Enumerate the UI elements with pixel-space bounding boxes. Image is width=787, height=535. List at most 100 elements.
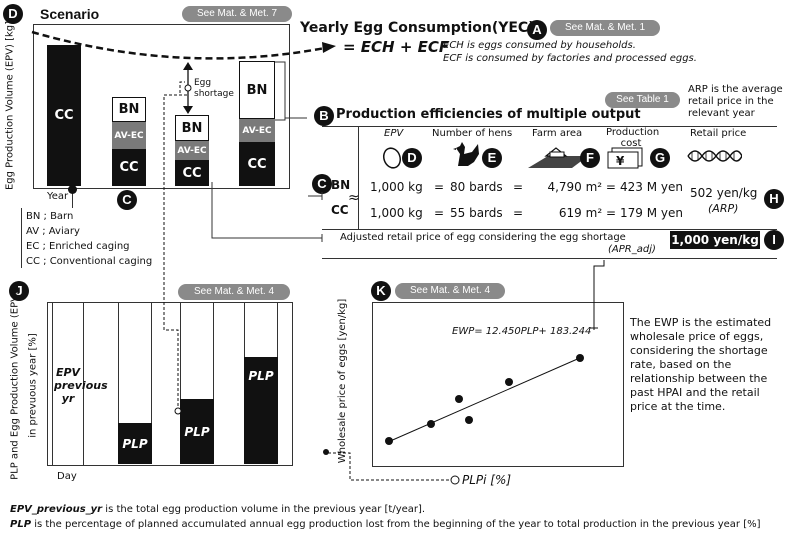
label-f-circle: F bbox=[580, 148, 600, 168]
footer-line-1: EPV_previous_yr is the total egg product… bbox=[10, 504, 425, 515]
efficiency-bottom-rule bbox=[322, 258, 777, 259]
rooster-icon bbox=[453, 142, 479, 166]
label-c-circle: C bbox=[117, 190, 137, 210]
efficiency-mid-rule bbox=[322, 229, 777, 230]
plp-x-axis-label: Day bbox=[57, 471, 77, 482]
efficiency-note-badge: See Table 1 bbox=[605, 92, 680, 108]
dna-price-icon bbox=[687, 150, 742, 162]
row-bn-epv: 1,000 kg bbox=[370, 180, 423, 194]
plp-epv-bar bbox=[52, 302, 84, 465]
footer-term-epv: EPV_previous_yr bbox=[10, 504, 103, 515]
label-a-circle: A bbox=[527, 20, 547, 40]
scenario-title: Scenario bbox=[40, 6, 100, 22]
svg-text:¥: ¥ bbox=[616, 154, 625, 168]
plp-bar-1-outline bbox=[118, 302, 152, 464]
plp-dotted-connectors bbox=[163, 81, 460, 485]
legend-item-aviary: AV ; Aviary bbox=[26, 226, 80, 237]
bar-2-cc-segment: CC bbox=[112, 149, 146, 186]
plp-epv-label: EPV previous yr bbox=[54, 366, 108, 405]
yec-note-badge: See Mat. & Met. 1 bbox=[550, 20, 660, 36]
bar-2-bn-segment: BN bbox=[112, 97, 146, 122]
row-cc-eq2: = bbox=[513, 206, 524, 220]
row-wave-symbol: ≈ bbox=[348, 190, 360, 206]
ewp-note-badge: See Mat. & Met. 4 bbox=[395, 283, 505, 299]
header-area: Farm area bbox=[532, 128, 583, 139]
efficiency-divider bbox=[358, 126, 359, 230]
scenario-note-badge: See Mat. & Met. 7 bbox=[182, 6, 292, 22]
plp-bar-3: PLP bbox=[244, 357, 278, 464]
row-cc-cost: 179 M yen bbox=[620, 206, 683, 220]
plp-y-axis-label-1: PLP and Egg Production Volume (EPV) bbox=[9, 291, 21, 480]
row-cc-hens: 55 bards bbox=[450, 206, 503, 220]
ewp-description: The EWP is the estimated wholesale price… bbox=[630, 316, 772, 413]
label-d-circle-header: D bbox=[402, 148, 422, 168]
farm-area-icon bbox=[528, 147, 588, 168]
adjusted-to-ewp-connector bbox=[593, 260, 605, 330]
legend-connector bbox=[72, 187, 73, 208]
ewp-point-1 bbox=[385, 437, 393, 445]
retail-price-abbr: (ARP) bbox=[708, 202, 739, 215]
yec-title: Yearly Egg Consumption(YEC) bbox=[300, 20, 535, 36]
row-cc-label: CC bbox=[331, 203, 349, 217]
label-h-circle: H bbox=[764, 189, 784, 209]
label-j-circle: J bbox=[9, 281, 29, 301]
retail-price-value: 502 yen/kg bbox=[690, 186, 758, 200]
label-d-circle: D bbox=[3, 4, 23, 24]
plp-bar-2-label: PLP bbox=[184, 424, 210, 439]
label-i-circle: I bbox=[764, 230, 784, 250]
yec-ech-note: ECH is eggs consumed by households. bbox=[443, 40, 636, 51]
bar-4-bracket bbox=[275, 61, 307, 121]
legend-box bbox=[21, 208, 162, 268]
label-k-circle: K bbox=[371, 281, 391, 301]
efficiency-top-rule bbox=[322, 126, 777, 127]
footer-text-1: is the total egg production volume in th… bbox=[102, 504, 426, 515]
ewp-point-3 bbox=[455, 395, 463, 403]
yec-dashed-curve bbox=[31, 30, 336, 60]
plp-chart-frame bbox=[47, 302, 293, 466]
legend-item-conventional: CC ; Conventional caging bbox=[26, 256, 153, 267]
yec-ecf-note: ECF is consumed by factories and process… bbox=[443, 53, 697, 64]
ewp-scatter-plot bbox=[385, 302, 598, 445]
label-c-circle-row: C bbox=[312, 174, 332, 194]
row-cc-epv: 1,000 kg bbox=[370, 206, 423, 220]
row-cc-eq1: = bbox=[434, 206, 445, 220]
plp-bar-3-label: PLP bbox=[248, 369, 274, 383]
egg-shortage-label: Egg shortage bbox=[194, 78, 234, 99]
egg-icon bbox=[382, 147, 402, 169]
ewp-y-axis-label: Wholesale price of eggs [yen/kg] bbox=[337, 298, 348, 464]
bar-4-av-ec-segment: AV-EC bbox=[239, 119, 275, 142]
legend-item-enriched: EC ; Enriched caging bbox=[26, 241, 130, 252]
ewp-point-2 bbox=[427, 420, 435, 428]
footer-text-2: is the percentage of planned accumulated… bbox=[31, 519, 761, 530]
bar-3-cc-segment: CC bbox=[175, 160, 209, 186]
header-epv: EPV bbox=[384, 128, 404, 139]
ewp-point-6 bbox=[576, 354, 584, 362]
bar-4-cc-segment: CC bbox=[239, 142, 275, 186]
row-cc-area: 619 m² = bbox=[558, 206, 616, 220]
ewp-x-axis-label: PLPi [%] bbox=[462, 473, 512, 487]
scenario-y-axis-label: Egg Production Volume (EPV) [kg] bbox=[4, 20, 16, 191]
plp-bar-2-outline bbox=[180, 302, 214, 464]
label-b-circle: B bbox=[314, 106, 334, 126]
header-cost: Production cost bbox=[606, 127, 660, 149]
footer-line-2: PLP is the percentage of planned accumul… bbox=[10, 519, 761, 530]
ewp-point-5 bbox=[505, 378, 513, 386]
bar-3-av-ec-segment: AV-EC bbox=[175, 141, 209, 160]
legend-connector-dot bbox=[68, 185, 77, 194]
adjusted-price-abbr: (APR_adj) bbox=[608, 244, 656, 255]
scenario-x-axis-label: Year bbox=[47, 191, 69, 202]
plp-note-badge: See Mat. & Met. 4 bbox=[178, 284, 290, 300]
row-bn-label: BN bbox=[331, 178, 351, 192]
scenario-chart-frame bbox=[33, 24, 290, 189]
row-bn-hens: 80 bards bbox=[450, 180, 503, 194]
arp-note: ARP is the average retail price in the r… bbox=[688, 84, 784, 120]
bar-3-bn-segment: BN bbox=[175, 115, 209, 141]
adjusted-price-label: Adjusted retail price of egg considering… bbox=[340, 232, 626, 243]
plp-bar-1: PLP bbox=[118, 423, 152, 464]
ewp-equation: EWP= 12.450PLP+ 183.244 bbox=[452, 326, 592, 337]
cost-money-icon: ¥ bbox=[607, 147, 643, 169]
table-connector-lines bbox=[211, 182, 323, 242]
adjusted-price-value: 1,000 yen/kg bbox=[670, 231, 760, 249]
bar-1-cc-segment: CC bbox=[47, 45, 81, 186]
bar-4-bn-segment: BN bbox=[239, 61, 275, 119]
